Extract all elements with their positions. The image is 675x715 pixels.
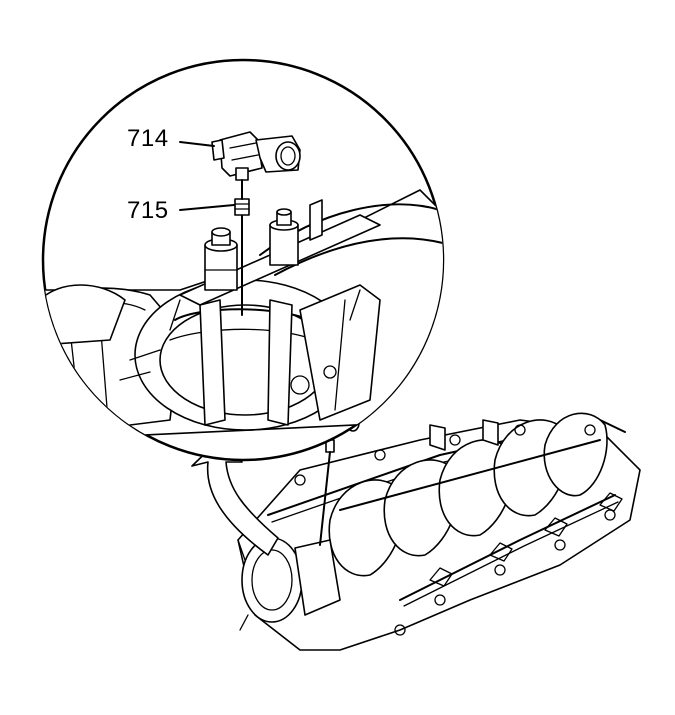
leader-715 <box>179 204 235 211</box>
map-sensor-boss <box>204 227 238 291</box>
part-715-seal <box>234 179 250 216</box>
detail-view-circle <box>41 58 445 462</box>
leader-714 <box>179 141 215 147</box>
injector-boss <box>269 208 299 266</box>
callout-715: 715 <box>127 197 169 224</box>
part-714-sensor <box>211 131 301 181</box>
intake-manifold-assembly <box>237 412 641 651</box>
callout-714: 714 <box>127 125 169 152</box>
